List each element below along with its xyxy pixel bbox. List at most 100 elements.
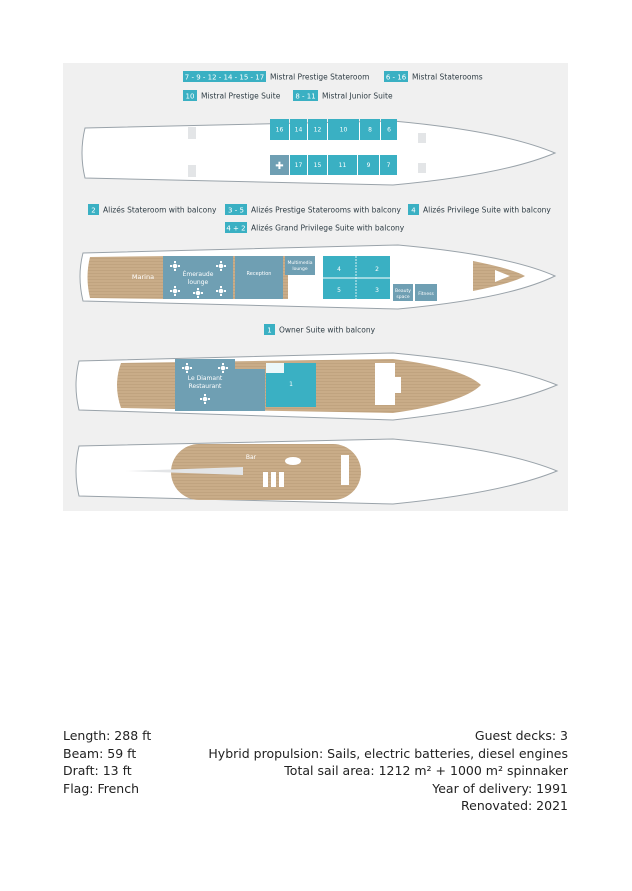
legend-mistral-junior: 8 - 11 Mistral Junior Suite: [293, 90, 393, 101]
multimedia-label-2: lounge: [292, 266, 308, 272]
bar-counter: [285, 457, 301, 465]
legend-num: 4: [411, 207, 416, 215]
deck2-cabin-label: 2: [375, 266, 379, 273]
reception-area: [235, 256, 283, 299]
legend-num: 4 + 2: [226, 225, 245, 233]
boom-shadow: [126, 467, 243, 475]
legend-num: 10: [186, 93, 195, 101]
cabin-6: [381, 119, 397, 140]
sun-deck-bench: [341, 455, 349, 485]
cabin-8: [360, 119, 380, 140]
spec-length: Length: 288 ft: [63, 728, 152, 743]
deck-4: Bar: [75, 438, 559, 505]
legend-alizes-privilege: 4 Alizés Privilege Suite with balcony: [408, 204, 551, 215]
wheelchair-icon: ✚: [270, 155, 289, 175]
legend-deck2: 2 Alizés Stateroom with balcony 3 - 5 Al…: [88, 204, 551, 233]
restaurant-label-1: Le Diamant: [188, 375, 223, 382]
cabin-label: 7: [387, 162, 391, 169]
deck3-lobby: [235, 369, 265, 411]
legend-deck3: 1 Owner Suite with balcony: [264, 324, 376, 335]
spec-propulsion: Hybrid propulsion: Sails, electric batte…: [208, 745, 568, 761]
spec-renovated: Renovated: 2021: [461, 798, 568, 813]
deck3-winch: [391, 377, 401, 393]
cabin-label: 15: [314, 162, 322, 169]
cabin-16: [270, 119, 289, 140]
cabin-label: 8: [368, 127, 372, 134]
legend-mistral-prestige: 7 - 9 - 12 - 14 - 15 - 17 Mistral Presti…: [183, 71, 369, 82]
svg-text:✚: ✚: [275, 161, 283, 172]
cabin-label: 10: [340, 127, 348, 134]
cabin-9: [358, 155, 379, 175]
fitness-label: Fitness: [418, 291, 434, 297]
cabin-12: [308, 119, 327, 140]
spec-guest-decks: Guest decks: 3: [474, 728, 568, 743]
legend-label: Alizés Privilege Suite with balcony: [423, 206, 551, 215]
deck-3: Le Diamant Restaurant 1: [75, 352, 559, 421]
cabin-label: 6: [387, 127, 391, 134]
legend-label: Mistral Junior Suite: [322, 92, 393, 101]
cabin-label: 14: [295, 127, 303, 134]
cabin-17: [290, 155, 307, 175]
deck-plan: 7 - 9 - 12 - 14 - 15 - 17 Mistral Presti…: [63, 63, 568, 511]
deck2-cabin-label: 5: [337, 287, 341, 294]
spec-sail-area: Total sail area: 1212 m² + 1000 m² spinn…: [284, 763, 568, 778]
deck-2: Marina Émeraude lounge Reception Multime…: [79, 244, 557, 310]
owner-suite-label: 1: [289, 381, 293, 388]
legend-num: 2: [91, 207, 95, 215]
cabin-label: 12: [314, 127, 322, 134]
cabin-11: [328, 155, 357, 175]
legend-num: 1: [267, 327, 271, 335]
deck2-bow-mark: [495, 270, 510, 282]
spec-beam: Beam: 59 ft: [63, 745, 137, 761]
deck3-fwd-structure: [375, 363, 395, 405]
marina-label: Marina: [132, 273, 154, 281]
legend-label: Mistral Prestige Suite: [201, 92, 281, 101]
legend-alizes-grand: 4 + 2 Alizés Grand Privilege Suite with …: [225, 222, 405, 233]
legend-label: Mistral Staterooms: [412, 73, 483, 82]
legend-alizes-prestige: 3 - 5 Alizés Prestige Staterooms with ba…: [225, 204, 402, 215]
cabin-label: 11: [339, 162, 347, 169]
cabin-label: 9: [367, 162, 371, 169]
spec-year-delivery: Year of delivery: 1991: [432, 780, 568, 796]
cabin-14: [290, 119, 307, 140]
legend-num: 8 - 11: [295, 93, 315, 101]
deck2-aft-deck: [87, 256, 173, 299]
cabin-10: [328, 119, 359, 140]
emeraude-label-2: lounge: [188, 279, 209, 286]
legend-label: Mistral Prestige Stateroom: [270, 73, 369, 82]
legend-mistral-stateroom: 6 - 16 Mistral Staterooms: [384, 71, 483, 82]
cabin-7: [380, 155, 397, 175]
legend-mistral-suite: 10 Mistral Prestige Suite: [183, 90, 281, 101]
fitness-room: [415, 284, 437, 301]
deck2-cabin-label: 4: [337, 266, 341, 273]
cabin-label: 17: [295, 162, 303, 169]
deck1-hull: [81, 120, 557, 186]
legend-num: 7 - 9 - 12 - 14 - 15 - 17: [185, 74, 264, 82]
spec-draft: Draft: 13 ft: [63, 763, 132, 778]
deck2-cabin-label: 3: [375, 287, 379, 294]
bar-label: Bar: [246, 454, 257, 461]
legend-deck1: 7 - 9 - 12 - 14 - 15 - 17 Mistral Presti…: [183, 71, 483, 101]
legend-label: Alizés Stateroom with balcony: [103, 206, 217, 215]
reception-label: Reception: [247, 271, 272, 277]
beauty-space: [393, 284, 413, 301]
beauty-label-1: Beauty: [395, 288, 411, 294]
beauty-label-2: space: [396, 295, 409, 300]
cabin-label: 16: [276, 127, 284, 134]
restaurant-label-2: Restaurant: [189, 383, 222, 390]
emeraude-label-1: Émeraude: [183, 270, 214, 278]
deck1-corridor-stripes: [188, 127, 426, 177]
cabin-15: [308, 155, 327, 175]
legend-num: 3 - 5: [228, 207, 244, 215]
deck1-cabins-top: 16 14 12 10 8 6: [270, 119, 397, 140]
legend-label: Alizés Grand Privilege Suite with balcon…: [251, 224, 405, 233]
specs-right: Guest decks: 3 Hybrid propulsion: Sails,…: [208, 727, 568, 815]
legend-alizes-balcony: 2 Alizés Stateroom with balcony: [88, 204, 217, 215]
spec-flag: Flag: French: [63, 780, 139, 796]
specs-left: Length: 288 ft Beam: 59 ft Draft: 13 ft …: [63, 727, 151, 797]
multimedia-lounge: [285, 256, 315, 275]
legend-label: Alizés Prestige Staterooms with balcony: [251, 206, 402, 215]
legend-num: 6 - 16: [386, 74, 407, 82]
deck-1: 16 14 12 10 8 6 17 15 11 9 7 ✚: [81, 119, 557, 186]
multimedia-label-1: Multimedia: [287, 260, 312, 266]
